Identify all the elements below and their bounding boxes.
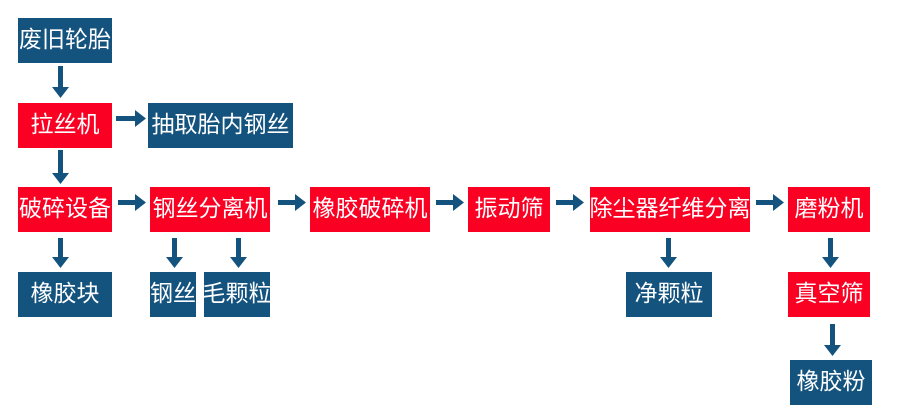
arrow-right-icon	[278, 194, 306, 211]
arrow-down-icon	[824, 324, 841, 356]
flow-node-n5[interactable]: 钢丝分离机	[150, 187, 270, 232]
flow-node-n6[interactable]: 橡胶破碎机	[310, 187, 430, 232]
arrow-right-icon	[118, 194, 146, 211]
arrow-down-icon	[52, 150, 69, 184]
arrow-right-icon	[556, 194, 584, 211]
arrow-down-icon	[230, 238, 247, 268]
arrow-down-icon	[52, 238, 69, 268]
flow-node-n10[interactable]: 橡胶块	[18, 272, 112, 317]
flow-node-n4[interactable]: 破碎设备	[18, 187, 112, 232]
flow-node-n12[interactable]: 毛颗粒	[203, 272, 272, 317]
flow-node-n9[interactable]: 磨粉机	[788, 187, 870, 232]
flow-node-n15[interactable]: 橡胶粉	[790, 360, 872, 405]
flow-node-n11[interactable]: 钢丝	[150, 272, 196, 317]
arrow-down-icon	[52, 66, 69, 98]
arrow-down-icon	[822, 238, 839, 268]
arrow-right-icon	[436, 194, 464, 211]
flow-node-n3[interactable]: 抽取胎内钢丝	[148, 103, 293, 148]
arrow-right-icon	[116, 110, 146, 127]
arrow-right-icon	[756, 194, 784, 211]
flow-node-n8[interactable]: 除尘器纤维分离	[590, 187, 751, 232]
flow-node-n2[interactable]: 拉丝机	[18, 103, 112, 148]
flow-node-n14[interactable]: 真空筛	[788, 272, 870, 317]
flow-node-n1[interactable]: 废旧轮胎	[18, 18, 112, 63]
flow-node-n7[interactable]: 振动筛	[468, 187, 550, 232]
arrow-down-icon	[660, 238, 677, 268]
arrow-down-icon	[166, 238, 183, 268]
flow-node-n13[interactable]: 净颗粒	[626, 272, 712, 317]
